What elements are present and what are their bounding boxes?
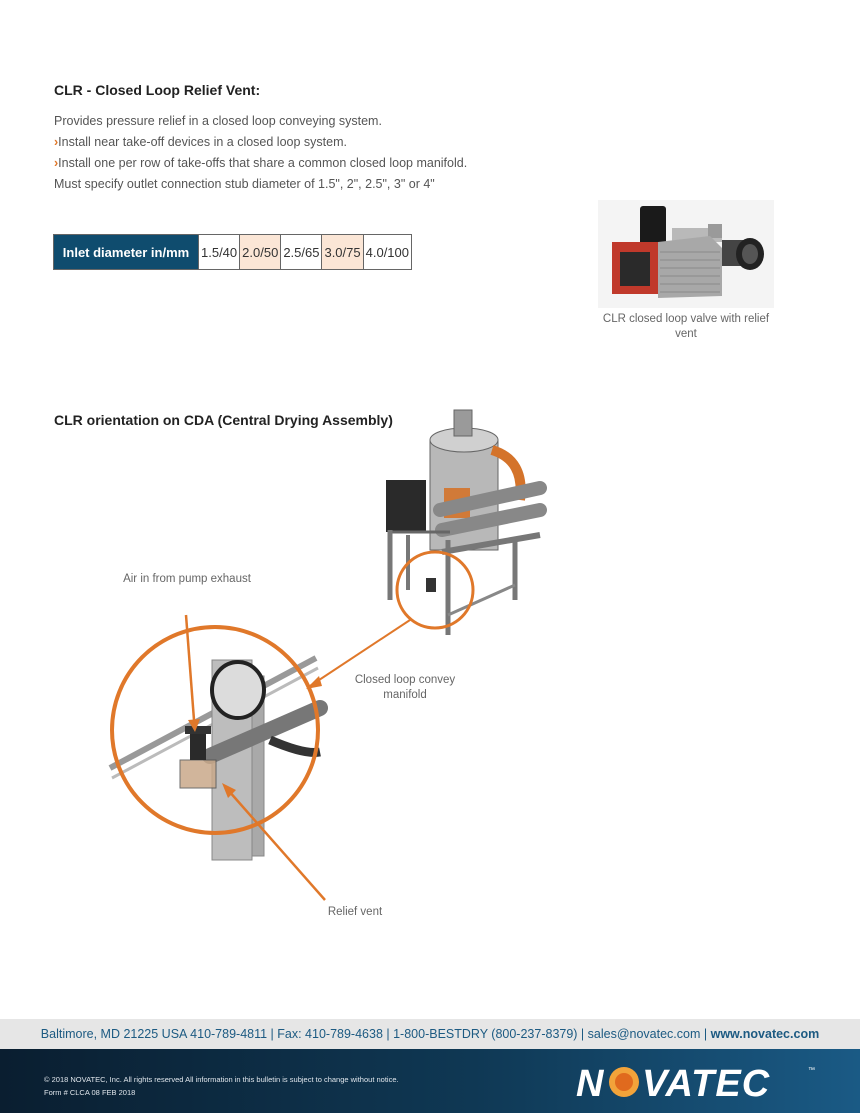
svg-text:™: ™ (808, 1067, 815, 1074)
table-cell: 4.0/100 (362, 234, 413, 270)
intro-text: Provides pressure relief in a closed loo… (54, 114, 382, 128)
detail-view (108, 655, 328, 861)
manifold-arrow (309, 619, 411, 687)
table-cell: 2.5/65 (280, 234, 323, 270)
note-text: Must specify outlet connection stub diam… (54, 177, 435, 191)
bullet-item: ›Install near take-off devices in a clos… (54, 135, 347, 149)
table-cell: 2.0/50 (239, 234, 282, 270)
relief-vent-body (179, 759, 217, 789)
bullet-arrow-icon: › (54, 135, 59, 149)
photo-caption: CLR closed loop valve with relief vent (602, 313, 770, 340)
table-cell: 3.0/75 (321, 234, 364, 270)
relief-vent-valve (190, 730, 206, 760)
relief-vent-label: Relief vent (327, 906, 383, 918)
table-row: Inlet diameter in/mm 1.5/40 2.0/50 2.5/6… (53, 234, 413, 270)
cda-assembly (386, 409, 547, 635)
clr-valve-photo (598, 200, 774, 308)
focus-circle-small (395, 550, 475, 630)
section-title: CLR - Closed Loop Relief Vent: (54, 82, 261, 98)
manifold-label: Closed loop convey manifold (354, 674, 456, 701)
table-header: Inlet diameter in/mm (53, 234, 199, 270)
relief-vent-arrow (227, 789, 326, 901)
air-in-arrow (184, 614, 196, 721)
svg-text:N: N (576, 1063, 605, 1102)
bullet-item: ›Install one per row of take-offs that s… (54, 156, 467, 170)
bullet-arrow-icon: › (54, 156, 59, 170)
copyright-text: © 2018 NOVATEC, Inc. All rights reserved… (44, 1075, 399, 1084)
section-title: CLR orientation on CDA (Central Drying A… (54, 412, 393, 428)
svg-text:VATEC: VATEC (642, 1063, 770, 1102)
footer (0, 1049, 860, 1113)
table-cell: 1.5/40 (197, 234, 241, 270)
form-number: Form # CLCA 08 FEB 2018 (44, 1088, 136, 1097)
air-in-label: Air in from pump exhaust (123, 573, 251, 585)
vent-stack (640, 206, 666, 246)
novatec-logo: N VATEC ™ (576, 1063, 815, 1102)
contact-bar: Baltimore, MD 21225 USA 410-789-4811 | F… (0, 1019, 860, 1049)
contact-text: Baltimore, MD 21225 USA 410-789-4811 | F… (40, 1027, 711, 1041)
bullet-text: Install one per row of take-offs that sh… (58, 156, 468, 170)
cda-orientation-diagram (108, 409, 547, 901)
inlet-diameter-table: Inlet diameter in/mm 1.5/40 2.0/50 2.5/6… (53, 234, 413, 270)
focus-circle-large (110, 625, 320, 835)
website-link[interactable]: www.novatec.com (710, 1027, 820, 1041)
bullet-text: Install near take-off devices in a close… (58, 135, 347, 149)
valve-body (658, 236, 722, 298)
